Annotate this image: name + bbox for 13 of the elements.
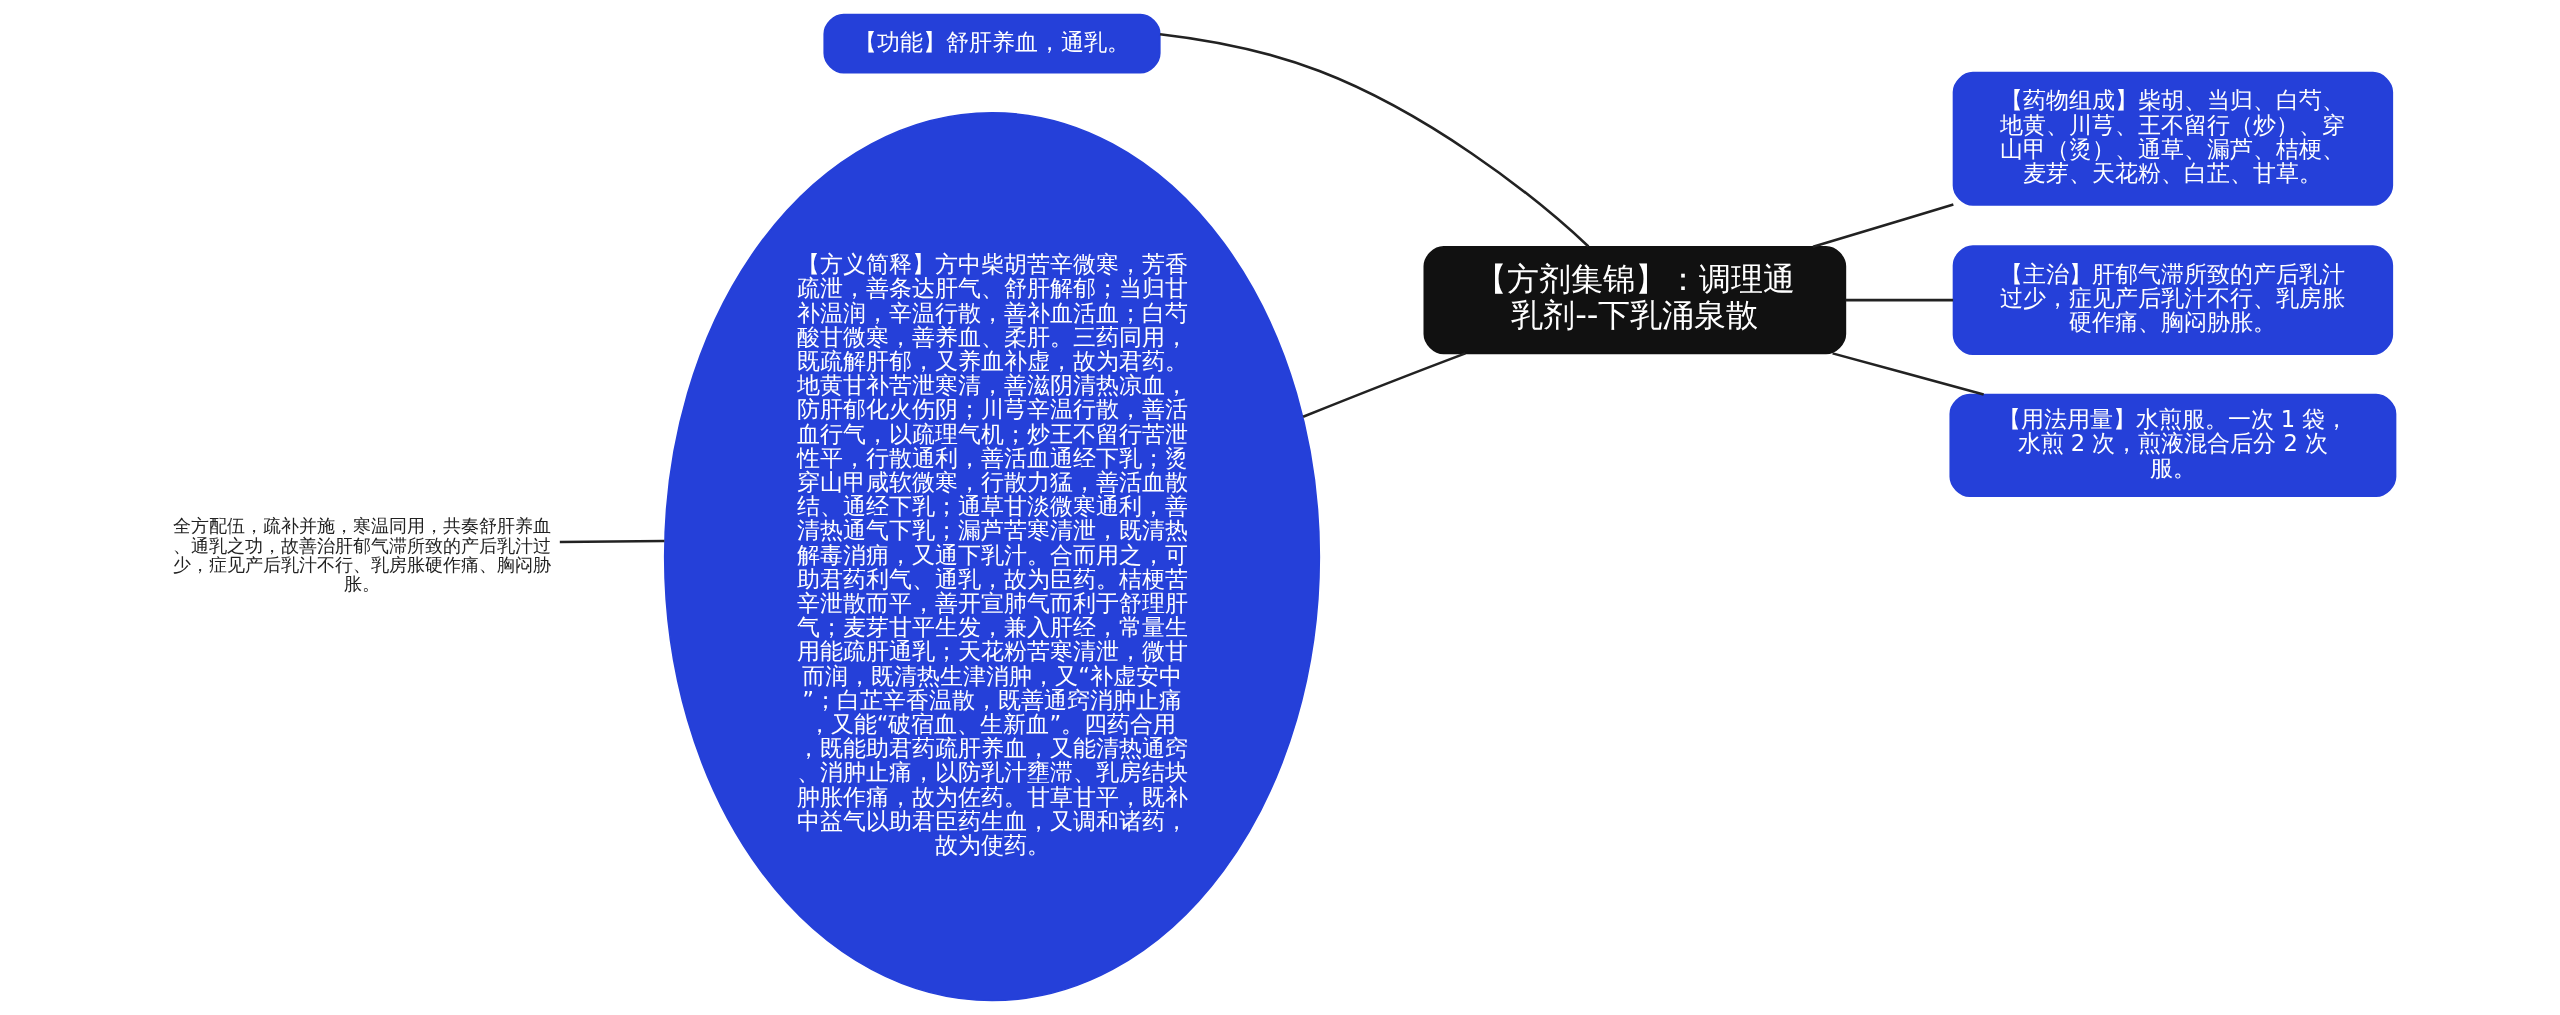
connector [1845,298,1954,302]
connector [559,539,665,544]
node-box: 【功能】舒肝养血，通乳。 [823,13,1161,74]
connector [1832,352,1984,396]
node-box: 【用法用量】水煎服。一次 1 袋，水煎 2 次，煎液混合后分 2 次服。 [1949,393,2397,497]
node-text: 全方配伍，疏补并施，寒温同用，共奏舒肝养血、通乳之功，故善治肝郁气滞所致的产后乳汁过少，症见产后乳汁不行、乳房胀硬作痛、胸闷胁胀。 [173,516,552,595]
node-box: 【主治】肝郁气滞所致的产后乳汁过少，症见产后乳汁不行、乳房胀硬作痛、胸闷胁胀。 [1952,245,2394,355]
connector [1159,32,1590,248]
node-box: 【药物组成】柴胡、当归、白芍、地黄、川芎、王不留行（炒）、穿山甲（烫）、通草、漏芦、桔梗、麦芽、天花粉、白芷、甘草。 [1952,71,2394,206]
connector [1302,352,1466,418]
connector [1812,203,1954,249]
node-box: 【方剂集锦】：调理通乳剂--下乳涌泉散 [1423,246,1847,355]
node-ellipse: 【方义简释】方中柴胡苦辛微寒，芳香疏泄，善条达肝气、舒肝解郁；当归甘补温润，辛温行散，善补血活血；白芍酸甘微寒，善养血、柔肝。三药同用，既疏解肝郁，又养血补虚，故为君药。地黄甘补苦泄寒清，善滋阴清热凉血，防肝郁化火伤阴；川芎辛温行散，善活血行气，以疏理气机；炒王不留行苦泄性平，行散通利，善活血通经下乳；烫穿山甲咸软微寒，行散力猛，善活血散结、通经下乳；通草甘淡微寒通利，善清热通气下乳；漏芦苦寒清泄，既清热解毒消痈，又通下乳汁。合而用之，可助君药利气、通乳，故为臣药。桔梗苦辛泄散而平，善开宣肺气而利于舒理肝气；麦芽甘平生发，兼入肝经，常量生用能疏肝通乳；天花粉苦寒清泄，微甘而润，既清热生津消肿，又“补虚安中”；白芷辛香温散，既善通窍消肿止痛，又能“破宿血、生新血”。四药合用，既能助君药疏肝养血，又能清热通窍、消肿止痛，以防乳汁壅滞、乳房结块肿胀作痛，故为佐药。甘草甘平，既补中益气以助君臣药生血，又调和诸药，故为使药。 [663,111,1321,1002]
